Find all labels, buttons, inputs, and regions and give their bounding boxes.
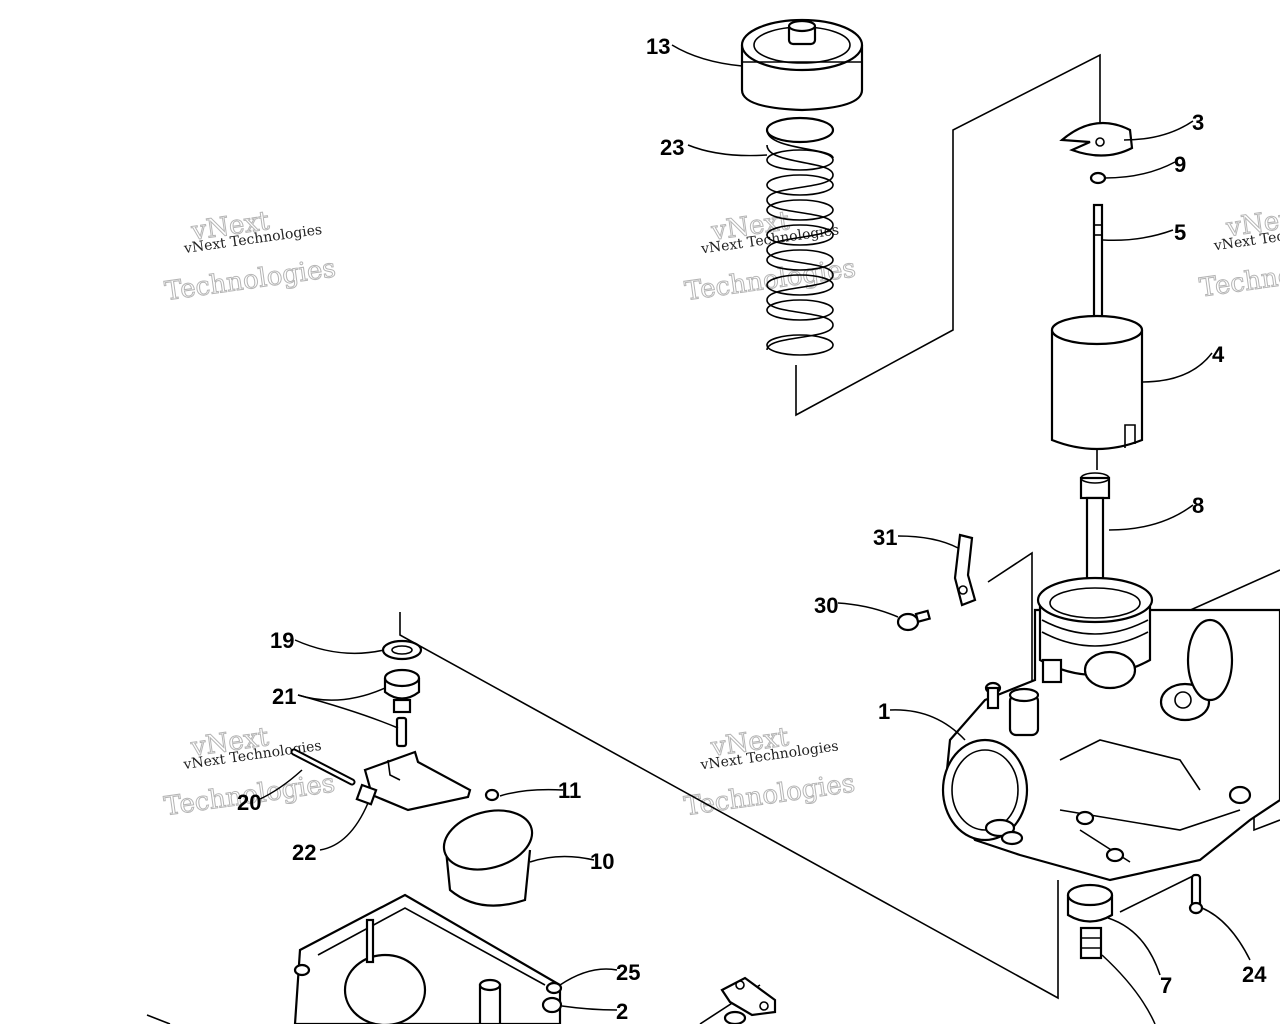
part-1-carburetor-body [941, 576, 1280, 882]
part-19-washer [381, 639, 423, 661]
label-23: 23 [660, 135, 684, 160]
part-22-float-arm [355, 750, 472, 812]
part-3-clip-plate [1059, 121, 1134, 157]
label-20: 20 [237, 790, 261, 815]
lower-bracket [720, 976, 777, 1024]
label-31: 31 [873, 525, 897, 550]
label-9: 9 [1174, 152, 1186, 177]
label-21: 21 [272, 684, 296, 709]
label-30: 30 [814, 593, 838, 618]
label-1: 1 [878, 699, 890, 724]
part-23-spring [765, 116, 835, 356]
float-chamber [293, 893, 563, 1024]
part-5-needle [1092, 203, 1104, 322]
label-24: 24 [1242, 962, 1267, 987]
label-8: 8 [1192, 493, 1204, 518]
part-13-cap [740, 18, 864, 112]
svg-text:Technologies: Technologies [163, 253, 338, 307]
label-22: 22 [292, 840, 316, 865]
watermark-3: vNext Technologies vNext Technologies [1197, 202, 1280, 304]
part-24-pilot-screw [1188, 873, 1204, 915]
part-number-labels: 13 23 3 9 5 4 8 31 30 1 19 21 20 22 11 1… [237, 34, 1267, 1024]
watermark-1: vNext Technologies vNext Technologies [162, 206, 338, 308]
assembly-guide-lines [146, 53, 1280, 1024]
part-20-float-pin [290, 748, 356, 786]
part-7-nut [1066, 883, 1114, 960]
part-4-throttle-valve [1050, 314, 1144, 451]
part-25-gasket [545, 981, 563, 995]
label-5: 5 [1174, 220, 1186, 245]
label-7: 7 [1160, 973, 1172, 998]
label-4: 4 [1212, 342, 1225, 367]
watermark-5: vNext Technologies vNext Technologies [682, 722, 858, 823]
label-19: 19 [270, 628, 294, 653]
svg-text:Technologies: Technologies [1198, 250, 1280, 304]
part-30-screw [896, 609, 932, 632]
label-2: 2 [616, 999, 628, 1024]
label-11: 11 [558, 778, 581, 803]
part-31-bracket [953, 533, 977, 607]
part-9-clip [1089, 171, 1107, 185]
part-10-float [442, 809, 534, 907]
label-13: 13 [646, 34, 670, 59]
leader-lines [257, 44, 1251, 1024]
part-8-needle-jet [1079, 472, 1111, 585]
label-10: 10 [590, 849, 614, 874]
part-11-float-pin [484, 788, 500, 802]
label-25: 25 [616, 960, 640, 985]
svg-text:Technologies: Technologies [682, 768, 857, 822]
label-3: 3 [1192, 110, 1204, 135]
part-21-valve-seat [383, 668, 421, 748]
